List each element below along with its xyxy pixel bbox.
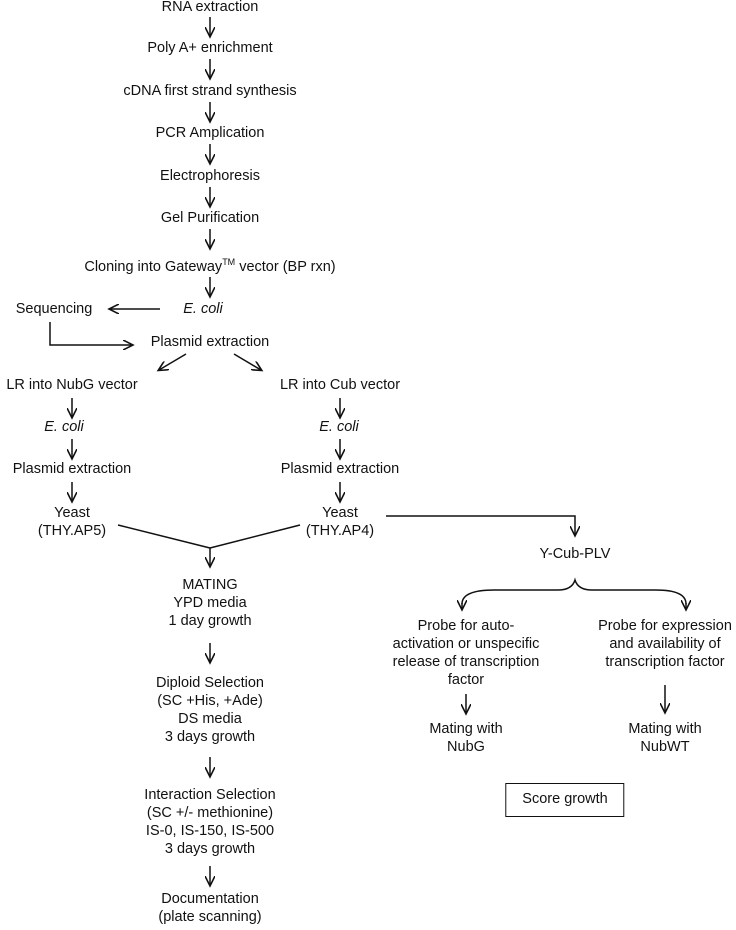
documentation-line-2: (plate scanning) [158,909,262,925]
interaction-line-4: 3 days growth [164,841,256,857]
mating-line-2: YPD media [173,595,247,611]
node-pcr-amplication: PCR Amplication [155,125,265,141]
probe-auto-line-1: Probe for auto- [417,618,515,634]
arrow-plasmid-nubg [159,353,187,370]
mating-line-3: 1 day growth [168,613,252,629]
diploid-line-3: DS media [178,711,242,727]
interaction-line-2: (SC +/- methionine) [146,805,274,821]
interaction-line-1: Interaction Selection [144,787,276,803]
node-ecoli-left: E. coli [44,419,84,435]
probe-expr-line-3: transcription factor [605,654,725,670]
node-interaction-selection: Interaction Selection (SC +/- methionine… [144,786,275,858]
yeast-left-line-1: Yeast [54,505,90,521]
yeast-right-line-1: Yeast [322,505,358,521]
probe-expr-line-2: and availability of [609,636,721,652]
node-score-growth: Score growth [505,783,625,817]
node-rna-extraction: RNA extraction [161,0,259,15]
node-ycub-plv: Y-Cub-PLV [539,546,611,562]
interaction-line-3: IS-0, IS-150, IS-500 [145,823,275,839]
mating-nubg-line-1: Mating with [429,721,503,737]
mating-nubwt-line-1: Mating with [628,721,702,737]
node-plasmid-extraction-left: Plasmid extraction [12,461,132,477]
node-mating-nubwt: Mating with NubWT [628,720,701,756]
node-cdna-synthesis: cDNA first strand synthesis [123,83,297,99]
node-mating-nubg: Mating with NubG [429,720,502,756]
node-ecoli-main: E. coli [183,301,223,317]
probe-auto-line-3: release of transcription [392,654,540,670]
merge-line-left [117,524,211,549]
mating-nubg-line-2: NubG [447,739,485,755]
cloning-text-post: vector (BP rxn) [235,259,336,275]
node-yeast-right: Yeast (THY.AP4) [306,504,374,540]
diploid-line-2: (SC +His, +Ade) [157,693,263,709]
node-sequencing: Sequencing [15,301,93,317]
node-gel-purification: Gel Purification [160,210,260,226]
node-diploid-selection: Diploid Selection (SC +His, +Ade) DS med… [156,674,264,746]
node-lr-cub: LR into Cub vector [279,377,401,393]
node-probe-auto: Probe for auto- activation or unspecific… [393,617,540,689]
node-documentation: Documentation (plate scanning) [158,890,261,926]
node-ecoli-right: E. coli [319,419,359,435]
arrow-yeast-ycub [386,515,575,535]
probe-auto-line-4: factor [447,672,485,688]
diploid-line-4: 3 days growth [164,729,256,745]
documentation-line-1: Documentation [161,891,259,907]
merge-line-right [209,524,301,549]
brace [461,577,687,605]
node-probe-expression: Probe for expression and availability of… [598,617,732,671]
yeast-right-line-2: (THY.AP4) [305,523,375,539]
probe-auto-line-2: activation or unspecific [392,636,540,652]
node-yeast-left: Yeast (THY.AP5) [38,504,106,540]
node-electrophoresis: Electrophoresis [160,168,260,184]
node-lr-nubg: LR into NubG vector [6,377,138,393]
probe-expr-line-1: Probe for expression [598,618,732,634]
node-plasmid-extraction-main: Plasmid extraction [150,334,270,350]
arrow-plasmid-cub [233,353,261,370]
cloning-text-pre: Cloning into Gateway [84,259,223,275]
yeast-left-line-2: (THY.AP5) [37,523,107,539]
arrow-sequencing-plasmid [49,322,132,345]
cloning-trademark: TM [222,257,236,268]
diploid-line-1: Diploid Selection [155,675,265,691]
node-polya-enrichment: Poly A+ enrichment [147,40,273,56]
node-mating: MATING YPD media 1 day growth [168,576,251,630]
node-cloning-gateway: Cloning into GatewayTM vector (BP rxn) [84,258,335,276]
node-plasmid-extraction-right: Plasmid extraction [280,461,400,477]
mating-line-1: MATING [182,577,238,593]
mating-nubwt-line-2: NubWT [640,739,690,755]
